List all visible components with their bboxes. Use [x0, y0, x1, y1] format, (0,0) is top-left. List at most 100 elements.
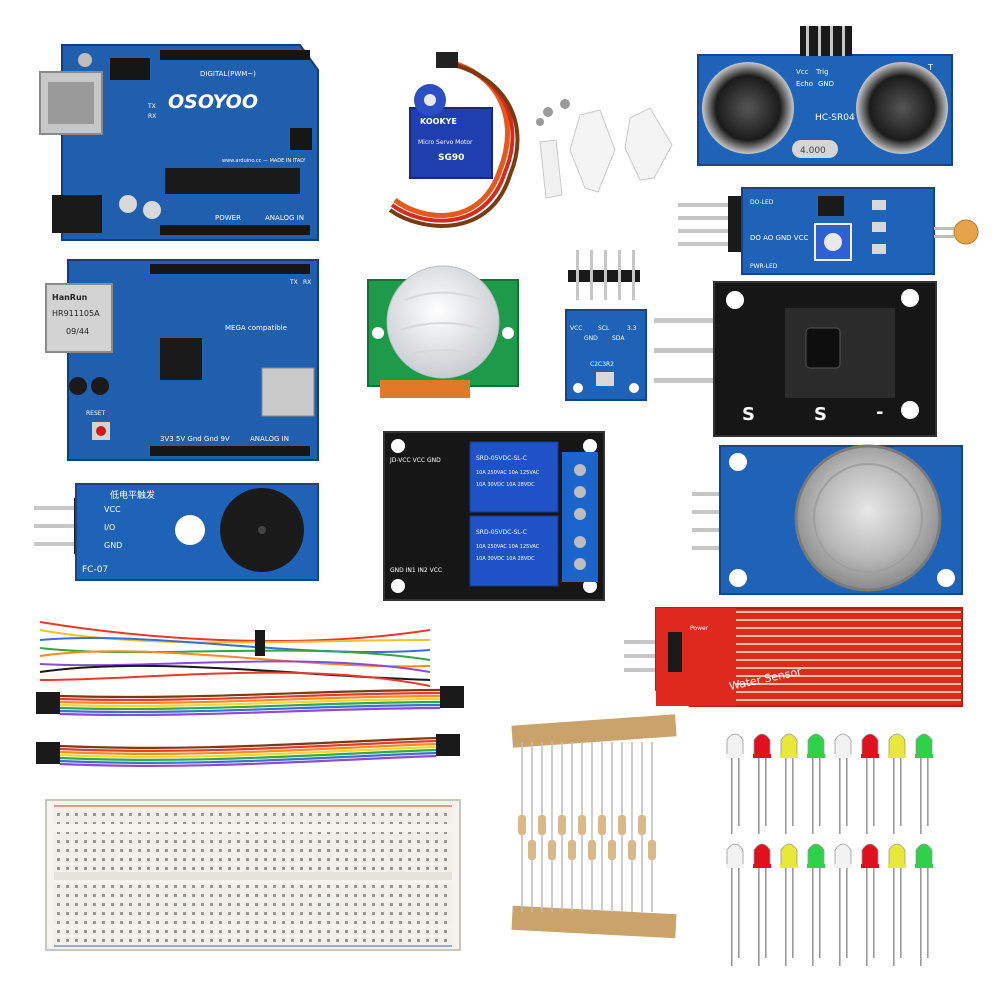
rj45-jack — [45, 283, 113, 353]
servo-motor: KOOKYE Micro Servo Motor SG90 — [388, 52, 520, 228]
ultrasonic-crystal: 4.000 — [800, 146, 826, 156]
relay-2 — [469, 515, 559, 587]
dc-jack — [52, 195, 102, 233]
led — [915, 733, 933, 834]
arduino-brand: OSOYOO — [168, 91, 258, 113]
relay-1-rating-b: 10A 30VDC 10A 28VDC — [476, 482, 535, 488]
water-sensor-power: Power — [690, 625, 709, 632]
ethernet-shield: HanRun HR911105A 09/44 MEGA compatible R… — [45, 259, 319, 461]
i2c-pin-vcc: VCC — [570, 325, 582, 332]
ultrasonic-pin-4: GND — [818, 80, 834, 88]
ultrasonic-pin-3: Echo — [796, 80, 813, 88]
relay-pins: GND IN1 IN2 VCC — [390, 567, 442, 574]
relay-2-model: SRD-05VDC-SL-C — [476, 529, 527, 536]
rj45-brand: HanRun — [52, 293, 88, 302]
led — [888, 733, 906, 834]
ultrasonic-sensor: 4.000 HC-SR04 Vcc Trig Echo GND T — [697, 26, 953, 166]
relay-2-rating-b: 10A 30VDC 10A 28VDC — [476, 556, 535, 562]
buzzer-module: VCC I/O GND FC-07 低电平触发 — [34, 483, 319, 581]
arduino-power-label: POWER — [215, 214, 241, 222]
i2c-pin-gnd: GND — [584, 335, 598, 342]
arduino-rx-label: RX — [148, 113, 156, 120]
buzzer-pin-gnd: GND — [104, 541, 122, 550]
relay-2-rating-a: 10A 250VAC 10A 125VAC — [476, 544, 540, 550]
relay-jd-label: JD-VCC VCC GND — [389, 457, 441, 464]
led — [807, 733, 825, 834]
rj45-date: 09/44 — [66, 327, 89, 336]
w5100-chip — [160, 338, 202, 380]
ultrasonic-receiver — [856, 62, 948, 154]
buzzer-pin-vcc: VCC — [104, 505, 121, 514]
led — [807, 843, 825, 966]
photoresistor — [953, 219, 979, 245]
led — [888, 843, 906, 966]
servo-brand: KOOKYE — [420, 117, 457, 126]
led — [726, 733, 744, 834]
ribbon-cable-1 — [36, 686, 464, 717]
light-sensor-do-led: DO-LED — [750, 199, 774, 206]
led — [726, 843, 744, 966]
led — [753, 733, 771, 834]
ethernet-mega-label: MEGA compatible — [225, 324, 287, 332]
ultrasonic-pin-1: Vcc — [796, 68, 809, 76]
ethernet-reset-label: RESET — [86, 410, 106, 417]
led — [753, 843, 771, 966]
i2c-chip-label: C2C3R2 — [590, 361, 614, 368]
buzzer-pin-io: I/O — [104, 523, 115, 532]
i2c-pin-33: 3.3 — [627, 325, 637, 332]
led — [861, 733, 879, 834]
led — [780, 843, 798, 966]
ethernet-rx-label: RX — [303, 279, 311, 286]
relay-1-rating-a: 10A 250VAC 10A 125VAC — [476, 470, 540, 476]
ultrasonic-model: HC-SR04 — [815, 113, 855, 123]
ultrasonic-t-mark: T — [927, 63, 933, 72]
temp-pin-s2: S — [814, 404, 827, 425]
relay-1-model: SRD-05VDC-SL-C — [476, 455, 527, 462]
led — [834, 733, 852, 834]
arduino-digital-label: DIGITAL(PWM~) — [200, 70, 256, 78]
ribbon-cable-2 — [36, 734, 460, 767]
gas-sensor-module — [692, 444, 963, 595]
rj45-model: HR911105A — [52, 309, 100, 318]
ultrasonic-pin-2: Trig — [815, 68, 829, 76]
servo-body — [409, 107, 493, 179]
temp-pin-s1: S — [742, 404, 755, 425]
arduino-madein-label: www.arduino.cc — MADE IN ITALY — [222, 158, 306, 164]
relay-module: SRD-05VDC-SL-C 10A 250VAC 10A 125VAC 10A… — [383, 431, 605, 601]
arduino-uno-board: OSOYOO DIGITAL(PWM~) www.arduino.cc — MA… — [39, 44, 319, 241]
buzzer-model: FC-07 — [82, 565, 108, 575]
temperature-sensor-module: S S - — [654, 281, 937, 437]
i2c-pin-sda: SDA — [612, 335, 625, 342]
light-sensor-module: DO AO GND VCC DO-LED PWR-LED — [678, 187, 979, 275]
led-set — [726, 733, 933, 966]
water-level-sensor: Water Sensor Power — [624, 607, 963, 707]
jumper-wires-bundle — [39, 621, 431, 687]
i2c-pin-scl: SCL — [598, 325, 610, 332]
ultrasonic-transmitter — [702, 62, 794, 154]
led — [780, 733, 798, 834]
arduino-analog-label: ANALOG IN — [265, 214, 304, 222]
light-sensor-pwr-led: PWR-LED — [750, 263, 778, 270]
gas-sensor-mesh — [794, 444, 942, 592]
i2c-sensor-module: VCC GND SCL SDA 3.3 C2C3R2 — [565, 250, 647, 401]
ethernet-tx-label: TX — [289, 279, 298, 286]
buzzer-cn-label: 低电平触发 — [110, 489, 155, 501]
led — [915, 843, 933, 966]
servo-model: SG90 — [438, 153, 464, 163]
sd-slot — [261, 367, 315, 417]
to92-transistor — [805, 327, 841, 369]
ethernet-analog-label: ANALOG IN — [250, 435, 289, 443]
resistors-strip — [511, 714, 677, 939]
temp-pin-minus: - — [876, 402, 883, 423]
servo-horns — [536, 99, 673, 199]
breadboard — [45, 799, 461, 951]
pir-motion-sensor — [367, 265, 519, 398]
relay-1 — [469, 441, 559, 513]
atmega-chip — [165, 168, 300, 194]
led — [861, 843, 879, 966]
arduino-tx-label: TX — [147, 103, 156, 110]
servo-name: Micro Servo Motor — [418, 139, 473, 146]
light-sensor-pins: DO AO GND VCC — [750, 234, 808, 242]
led — [834, 843, 852, 966]
